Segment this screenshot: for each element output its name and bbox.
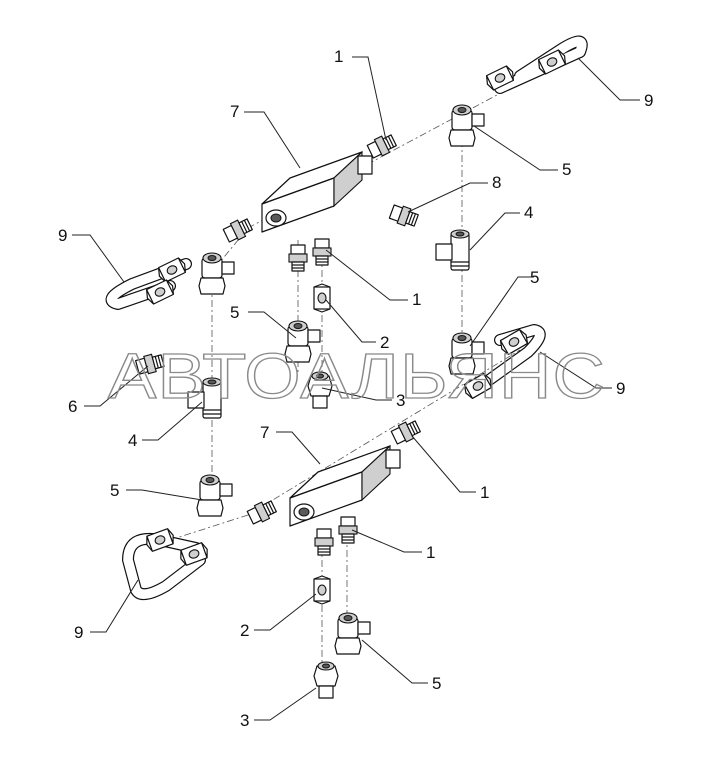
watermark-text: АВТОАЛЬЯНС bbox=[108, 340, 606, 412]
callout-4: 4 bbox=[524, 203, 533, 222]
callout-1: 1 bbox=[426, 543, 435, 562]
callout-1: 1 bbox=[334, 47, 343, 66]
callout-1: 1 bbox=[412, 290, 421, 309]
callout-7: 7 bbox=[230, 102, 239, 121]
callout-5: 5 bbox=[562, 160, 571, 179]
upper-assembly bbox=[105, 35, 588, 419]
callout-2: 2 bbox=[240, 621, 249, 640]
callout-1: 1 bbox=[480, 483, 489, 502]
callout-8: 8 bbox=[492, 173, 501, 192]
callout-5: 5 bbox=[110, 481, 119, 500]
lower-assembly bbox=[122, 417, 423, 699]
callout-5: 5 bbox=[432, 674, 441, 693]
callout-5: 5 bbox=[530, 268, 539, 287]
callout-5: 5 bbox=[230, 303, 239, 322]
callout-3: 3 bbox=[396, 391, 405, 410]
leader-lines bbox=[72, 56, 640, 721]
callout-4: 4 bbox=[128, 431, 137, 450]
callout-9: 9 bbox=[74, 623, 83, 642]
callout-9: 9 bbox=[58, 226, 67, 245]
callout-6: 6 bbox=[68, 397, 77, 416]
callout-3: 3 bbox=[240, 711, 249, 730]
callout-9: 9 bbox=[616, 379, 625, 398]
callout-2: 2 bbox=[380, 333, 389, 352]
callout-labels: 1 9 7 5 8 4 9 1 5 5 2 9 6 3 4 7 1 5 1 9 … bbox=[58, 47, 653, 730]
callout-7: 7 bbox=[260, 423, 269, 442]
callout-9: 9 bbox=[644, 91, 653, 110]
